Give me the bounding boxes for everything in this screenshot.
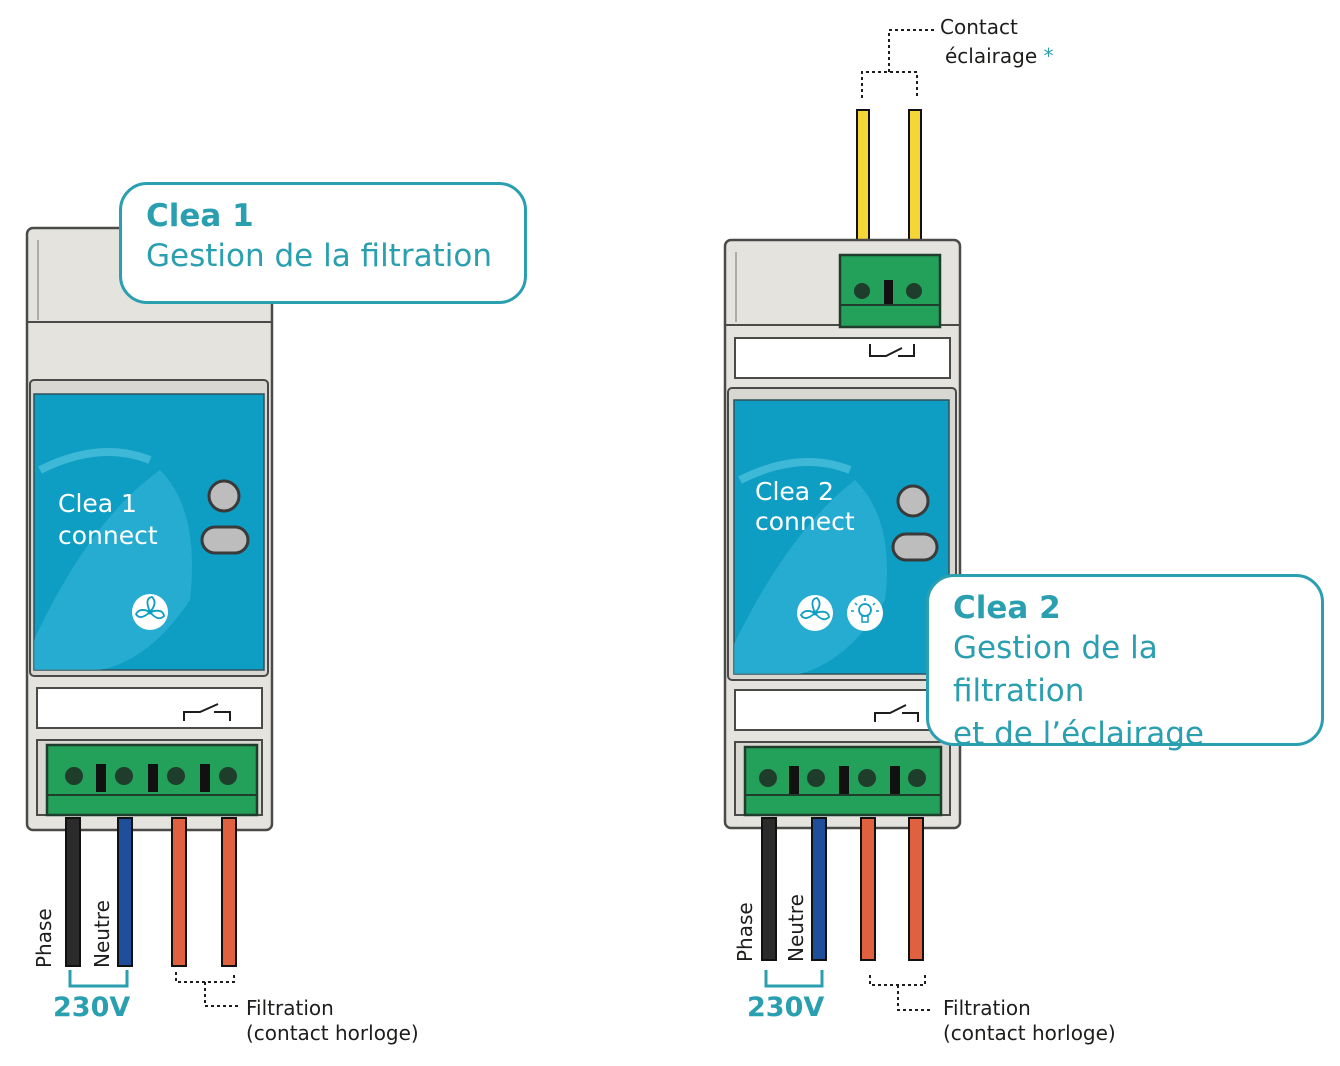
relay-open-icon bbox=[183, 703, 231, 721]
left-neutral-label: Neutre bbox=[90, 900, 114, 968]
left-device: Clea 1 connect bbox=[25, 226, 274, 1007]
left-oval-button[interactable] bbox=[200, 525, 250, 555]
right-filtration-label-2: (contact horloge) bbox=[943, 1021, 1116, 1045]
left-filtration-label-2: (contact horloge) bbox=[246, 1021, 419, 1045]
left-wire-filtration-1 bbox=[171, 817, 187, 967]
left-callout-title: Clea 1 bbox=[146, 198, 254, 234]
left-wire-neutral bbox=[117, 817, 133, 967]
right-oval-button[interactable] bbox=[891, 532, 939, 562]
fan-icon bbox=[132, 594, 168, 630]
contact-label-line1: Contact bbox=[940, 15, 1018, 39]
right-screen-line1: Clea 2 bbox=[755, 477, 834, 506]
right-callout-subtitle-1: Gestion de la filtration bbox=[953, 630, 1158, 709]
right-wire-phase bbox=[761, 817, 777, 961]
relay-closed-icon bbox=[869, 344, 915, 357]
right-round-button[interactable] bbox=[896, 484, 930, 518]
right-neutral-label: Neutre bbox=[784, 894, 808, 962]
right-phase-label: Phase bbox=[733, 902, 757, 962]
left-callout-subtitle: Gestion de la filtration bbox=[146, 238, 492, 274]
right-voltage-label: 230V bbox=[747, 992, 825, 1023]
left-wire-phase bbox=[65, 817, 81, 967]
left-phase-label: Phase bbox=[32, 908, 56, 968]
right-callout: Clea 2 Gestion de la filtration et de l’… bbox=[926, 574, 1324, 752]
left-wire-filtration-2 bbox=[221, 817, 237, 967]
right-wire-filtration-2 bbox=[908, 817, 924, 961]
left-round-button[interactable] bbox=[207, 479, 241, 513]
fan-icon bbox=[797, 595, 833, 631]
contact-label-line2: éclairage bbox=[945, 44, 1038, 68]
asterisk: * bbox=[1043, 44, 1054, 68]
right-callout-title: Clea 2 bbox=[953, 590, 1061, 626]
right-callout-subtitle-2: et de l’éclairage bbox=[953, 716, 1204, 752]
right-device: Clea 2 connect bbox=[723, 29, 962, 1011]
right-screen-line2: connect bbox=[755, 507, 855, 536]
contact-eclairage-label: Contact bbox=[940, 14, 1018, 40]
left-filtration-label-1: Filtration bbox=[246, 996, 334, 1020]
right-wire-filtration-1 bbox=[860, 817, 876, 961]
left-screen-line2: connect bbox=[58, 521, 158, 550]
left-callout: Clea 1 Gestion de la filtration bbox=[119, 182, 527, 304]
contact-eclairage-label-2: éclairage * bbox=[945, 43, 1054, 69]
lightbulb-icon bbox=[847, 595, 883, 631]
left-voltage-label: 230V bbox=[53, 992, 131, 1023]
left-screen-line1: Clea 1 bbox=[58, 489, 137, 518]
right-wire-neutral bbox=[811, 817, 827, 961]
right-filtration-label-1: Filtration bbox=[943, 996, 1031, 1020]
right-wire-lighting-1 bbox=[856, 109, 870, 261]
right-wire-lighting-2 bbox=[908, 109, 922, 261]
